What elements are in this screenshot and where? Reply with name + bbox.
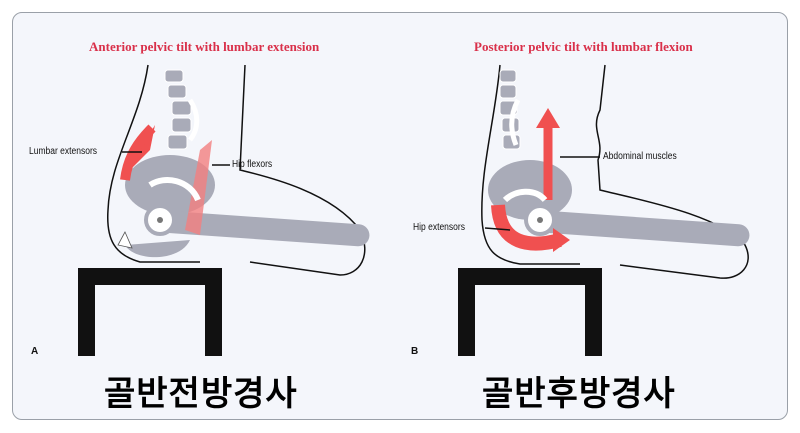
- figure-frame: [12, 12, 788, 420]
- panel-b-drawing: [458, 64, 750, 356]
- label-hip-extensors: Hip extensors: [413, 222, 465, 233]
- caption-anterior-tilt: 골반전방경사: [104, 374, 298, 414]
- panel-b-letter: B: [411, 346, 419, 357]
- panel-a-letter: A: [31, 346, 39, 357]
- panel-b-title: Posterior pelvic tilt with lumbar flexio…: [474, 39, 693, 54]
- caption-posterior-tilt: 골반후방경사: [482, 374, 676, 414]
- label-abdominal-muscles: Abdominal muscles: [603, 151, 677, 162]
- panel-a-drawing: [78, 64, 370, 356]
- panel-a-title: Anterior pelvic tilt with lumbar extensi…: [89, 39, 320, 54]
- label-lumbar-extensors: Lumbar extensors: [29, 146, 98, 157]
- label-hip-flexors: Hip flexors: [232, 159, 273, 170]
